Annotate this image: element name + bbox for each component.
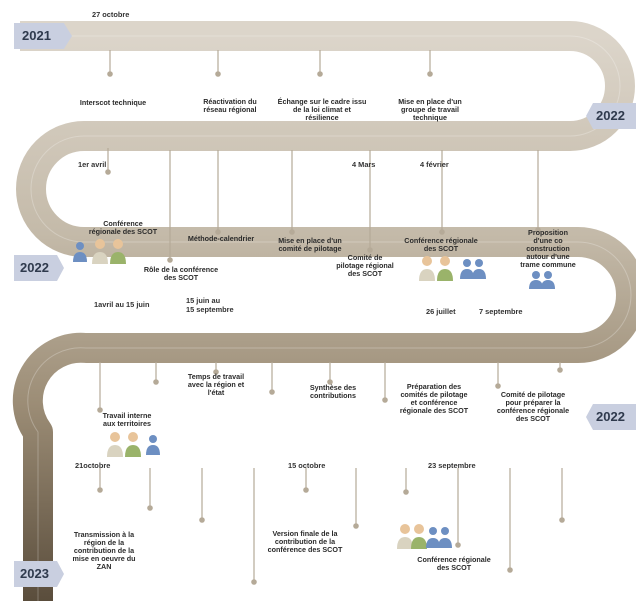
connector-dot [269,389,275,395]
connector-dot [167,257,173,263]
year-tag-2022-c: 2022 [586,404,636,430]
connector-dot [382,397,388,403]
connector-dot [367,247,373,253]
event-travail-interne: Travail interne aux territoires [102,411,152,428]
connector-dot [153,379,159,385]
event-comite-regional: Comité de pilotage régional des SCOT [336,253,394,278]
connector-dot [535,227,541,233]
event-conference-regionale-1: Conférence régionale des SCOT [88,219,158,236]
date-15-octobre: 15 octobre [288,461,326,470]
date-21octobre: 21octobre [75,461,111,470]
event-reactivation-reseau: Réactivation du réseau régional [203,97,257,114]
connector-dot [327,379,333,385]
date-27-octobre: 27 octobre [92,10,130,19]
connector-dot [213,369,219,375]
connector-dot [559,517,565,523]
event-conference-regionale-3: Conférence régionale des SCOT [417,555,491,572]
date-1er-avril: 1er avril [78,160,107,169]
date-26-juillet: 26 juillet [426,307,456,316]
year-tag-2021: 2021 [14,23,72,49]
date-7-septembre: 7 septembre [479,307,523,316]
connector-dot [215,229,221,235]
event-synthese-contributions: Synthèse des contributions [309,383,357,400]
date-15juin-15sept: 15 juin au 15 septembre [186,296,234,314]
event-comite-pilotage: Mise en place d'un comité de pilotage [278,236,342,253]
event-role-conference: Rôle de la conférence des SCOT [143,265,219,282]
connector-dot [215,71,221,77]
event-temps-travail-region: Temps de travail avec la région et l'éta… [187,372,245,397]
connector-dot [251,579,257,585]
event-echange-loi-climat: Échange sur le cadre issu de la loi clim… [277,97,367,122]
people-icon [107,432,160,457]
connector-dot [495,383,501,389]
connector-dot [199,517,205,523]
date-4-mars: 4 Mars [352,160,376,169]
connector-dot [455,542,461,548]
connector-dot [289,229,295,235]
event-transmission-region: Transmission à la région de la contribut… [72,530,136,571]
event-preparation-comites: Préparation des comités de pilotage et c… [399,382,469,415]
connector-dot [557,367,563,373]
year-tag-2022-a: 2022 [586,103,636,129]
connector-dot [353,523,359,529]
connector-dot [97,407,103,413]
date-1avril-15juin: 1avril au 15 juin [94,300,150,309]
event-version-finale: Version finale de la contribution de la … [267,529,343,554]
connector-dot [303,487,309,493]
event-groupe-travail: Mise en place d'un groupe de travail tec… [398,97,462,122]
connector-dot [403,489,409,495]
people-icon [529,271,555,289]
connector-dot [507,567,513,573]
event-interscot-technique: Interscot technique [79,98,147,107]
people-icon [397,524,452,549]
connector-dot [439,229,445,235]
event-methode-calendrier: Méthode-calendrier [187,234,255,243]
date-4-fevrier: 4 février [420,160,449,169]
connector-dot [147,505,153,511]
event-conference-regionale-2: Conférence régionale des SCOT [404,236,478,253]
connector-dot [97,487,103,493]
year-tag-2023: 2023 [14,561,64,587]
event-comite-preparer-conference: Comité de pilotage pour préparer la conf… [496,390,570,423]
connector-dot [427,71,433,77]
year-tag-2022-b: 2022 [14,255,64,281]
connector-dot [317,71,323,77]
date-23-septembre: 23 septembre [428,461,476,470]
event-proposition-trame: Proposition d'une co construction autour… [520,228,576,269]
people-icon [419,256,486,281]
people-icon [73,239,126,264]
connector-dot [105,169,111,175]
connector-dot [107,71,113,77]
